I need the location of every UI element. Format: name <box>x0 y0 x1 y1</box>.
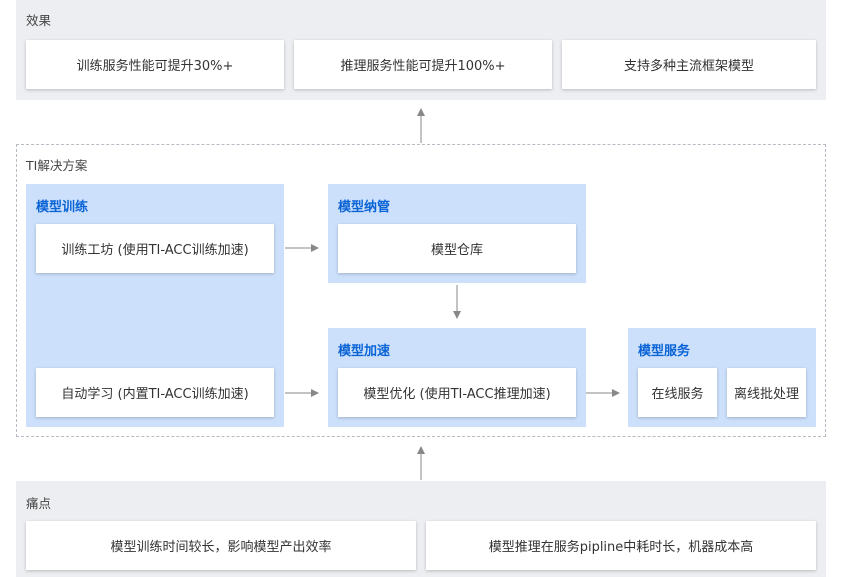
card-model-repository: 模型仓库 <box>338 224 576 273</box>
effect-card-framework-support: 支持多种主流框架模型 <box>562 40 816 89</box>
card-offline-batch: 离线批处理 <box>727 368 806 417</box>
group-model-management-title: 模型纳管 <box>338 200 391 215</box>
solution-section <box>16 144 826 437</box>
group-model-training-title: 模型训练 <box>36 200 89 215</box>
solution-section-label: TI解决方案 <box>26 158 88 173</box>
group-model-serving-title: 模型服务 <box>638 344 691 359</box>
effect-section-label: 效果 <box>26 13 52 28</box>
effect-card-inference-performance: 推理服务性能可提升100%+ <box>294 40 552 89</box>
group-model-acceleration-title: 模型加速 <box>338 344 391 359</box>
card-training-workshop: 训练工坊 (使用TI-ACC训练加速) <box>36 224 274 273</box>
card-online-serving: 在线服务 <box>638 368 717 417</box>
card-model-optimization: 模型优化 (使用TI-ACC推理加速) <box>338 368 576 417</box>
pain-section-label: 痛点 <box>26 496 52 511</box>
pain-card-training-time: 模型训练时间较长，影响模型产出效率 <box>26 521 416 570</box>
pain-card-inference-cost: 模型推理在服务pipline中耗时长，机器成本高 <box>426 521 816 570</box>
card-automl: 自动学习 (内置TI-ACC训练加速) <box>36 368 274 417</box>
effect-card-training-performance: 训练服务性能可提升30%+ <box>26 40 284 89</box>
